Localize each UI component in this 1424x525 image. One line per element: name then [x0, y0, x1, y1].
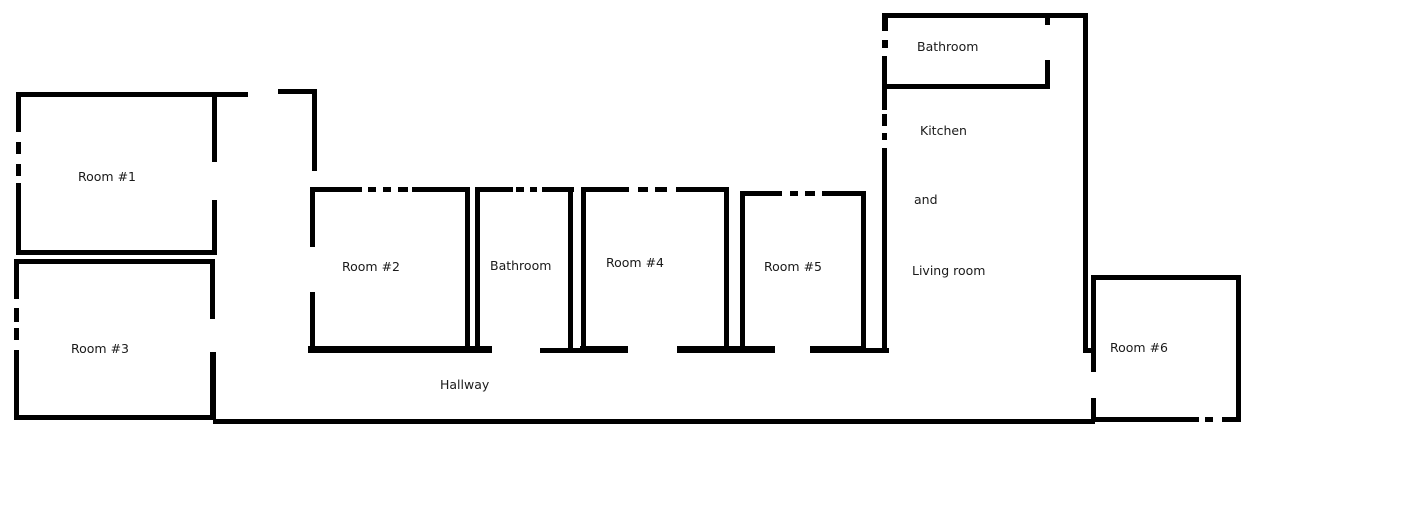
room-2-label: Room #2 — [342, 259, 400, 274]
wall — [383, 187, 391, 192]
wall — [16, 183, 21, 254]
kitchen-label-line1: Kitchen — [920, 123, 967, 138]
wall — [1083, 13, 1088, 353]
wall — [312, 89, 317, 171]
wall — [213, 419, 1095, 424]
wall — [540, 348, 582, 353]
wall — [1091, 275, 1240, 280]
wall — [530, 187, 537, 192]
wall — [1045, 60, 1050, 89]
room-3-label: Room #3 — [71, 341, 129, 356]
wall — [822, 191, 866, 196]
wall — [16, 164, 21, 176]
wall — [475, 187, 480, 349]
wall — [308, 346, 470, 353]
wall — [310, 187, 362, 192]
wall — [882, 148, 887, 353]
wall — [864, 348, 889, 353]
wall — [1205, 417, 1213, 422]
bathroom-top-label: Bathroom — [917, 39, 979, 54]
wall — [516, 187, 524, 192]
wall — [882, 56, 887, 110]
room-4-label: Room #4 — [606, 255, 664, 270]
wall — [16, 250, 217, 255]
wall — [638, 187, 648, 192]
wall — [475, 187, 513, 192]
wall — [580, 346, 628, 353]
wall — [368, 187, 376, 192]
wall — [210, 352, 216, 420]
wall — [212, 94, 217, 162]
wall — [278, 89, 316, 94]
room-5-label: Room #5 — [764, 259, 822, 274]
wall — [470, 346, 492, 353]
wall — [740, 191, 745, 352]
wall — [14, 415, 215, 420]
wall — [1091, 275, 1096, 372]
wall — [14, 328, 19, 340]
wall — [724, 187, 729, 352]
kitchen-label-line3: Living room — [912, 263, 986, 278]
wall — [1091, 417, 1199, 422]
wall — [581, 187, 586, 352]
wall — [1222, 417, 1240, 422]
wall — [740, 191, 782, 196]
wall — [676, 187, 728, 192]
wall — [568, 187, 573, 349]
wall — [14, 308, 19, 322]
hallway-label: Hallway — [440, 377, 490, 392]
wall — [16, 142, 21, 154]
wall — [882, 114, 887, 126]
wall — [412, 187, 468, 192]
wall — [1236, 275, 1241, 422]
wall — [861, 191, 866, 352]
wall — [465, 187, 470, 352]
wall — [14, 259, 19, 299]
wall — [14, 350, 19, 420]
wall — [805, 191, 815, 196]
room-1-label: Room #1 — [78, 169, 136, 184]
wall — [882, 40, 888, 48]
wall — [581, 187, 629, 192]
wall — [739, 346, 775, 353]
wall — [16, 92, 21, 132]
wall — [790, 191, 798, 196]
wall — [810, 346, 866, 353]
wall — [210, 261, 215, 319]
wall — [542, 187, 574, 192]
wall — [885, 84, 1050, 89]
wall — [310, 187, 315, 247]
wall — [398, 187, 408, 192]
wall — [310, 292, 315, 352]
wall — [882, 13, 888, 31]
wall — [677, 346, 739, 353]
wall — [1083, 348, 1095, 353]
wall — [1045, 13, 1050, 25]
bathroom-center-label: Bathroom — [490, 258, 552, 273]
wall — [882, 133, 887, 140]
kitchen-label-line2: and — [914, 192, 938, 207]
wall — [212, 200, 217, 255]
wall — [16, 92, 248, 97]
wall — [655, 187, 667, 192]
wall — [1091, 398, 1096, 422]
room-6-label: Room #6 — [1110, 340, 1168, 355]
wall — [14, 259, 215, 264]
wall — [882, 13, 1087, 18]
